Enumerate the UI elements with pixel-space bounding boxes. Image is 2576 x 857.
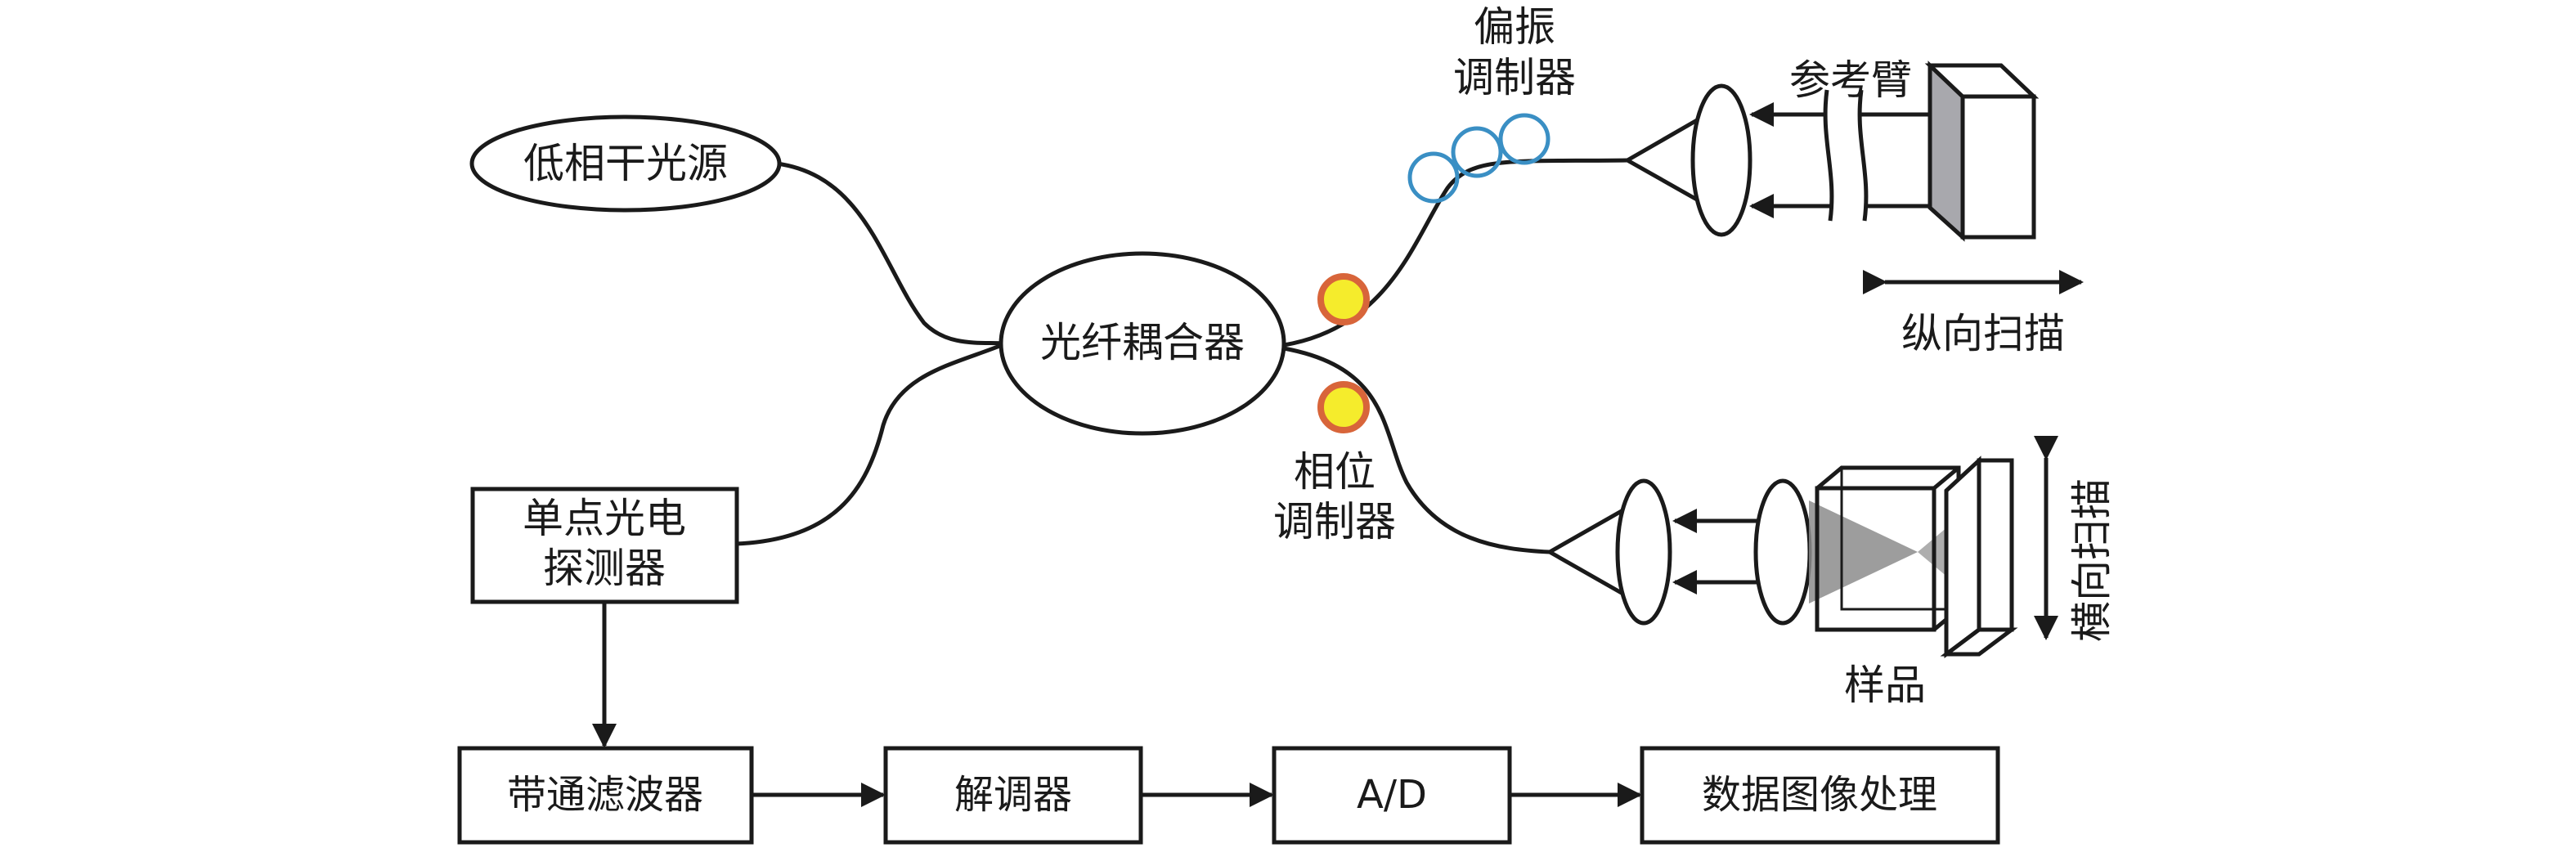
phase-modulator-dot-lower <box>1317 381 1370 433</box>
focusing-beam <box>1809 500 1918 603</box>
reference-mirror <box>1924 61 2040 242</box>
reference-break-line-1 <box>1823 89 1834 222</box>
photodetector: 单点光电 探测器 <box>470 487 739 604</box>
polarization-modulator-label-line2: 调制器 <box>1453 54 1576 101</box>
phase-modulator-label-line1: 相位 <box>1294 448 1376 496</box>
sample-label: 样品 <box>1844 662 1926 709</box>
polarization-modulator: 偏振 调制器 <box>1407 3 1576 204</box>
reference-arm: 参考臂 纵向扫描 <box>1626 56 2084 357</box>
adc-label: A/D <box>1357 772 1427 818</box>
light-source: 低相干光源 <box>469 114 782 213</box>
polarization-modulator-label-line1: 偏振 <box>1474 3 1555 51</box>
adc: A/D <box>1272 746 1512 845</box>
bandpass-filter-label: 带通滤波器 <box>507 772 703 818</box>
data-processing-label: 数据图像处理 <box>1702 772 1937 818</box>
fiber-detector-to-coupler <box>735 341 1007 546</box>
phase-modulator: 相位 调制器 <box>1273 273 1396 545</box>
reference-lens <box>1690 83 1752 237</box>
photodetector-label-line2: 探测器 <box>543 545 666 592</box>
lateral-scan-label: 横向扫描 <box>2068 478 2116 642</box>
phase-modulator-label-line2: 调制器 <box>1273 498 1396 545</box>
fiber-source-to-coupler <box>776 161 1007 346</box>
fiber-coupler: 光纤耦合器 <box>999 251 1286 436</box>
sample-collimator <box>1548 506 1627 598</box>
sample-lens-2 <box>1753 478 1812 626</box>
photodetector-label-line1: 单点光电 <box>523 495 686 542</box>
polarization-loop-1 <box>1407 151 1460 204</box>
bandpass-filter: 带通滤波器 <box>457 746 754 845</box>
fiber-coupler-label: 光纤耦合器 <box>1040 319 1245 366</box>
reference-arm-label: 参考臂 <box>1789 56 1912 104</box>
sample-arm: 横向扫描 样品 <box>1548 436 2116 709</box>
demodulator-label: 解调器 <box>954 772 1072 818</box>
sample-stage <box>1815 455 2018 658</box>
data-processing: 数据图像处理 <box>1640 746 2000 845</box>
reference-arm-break <box>1825 90 1866 221</box>
sample-slab <box>1944 455 1981 658</box>
reference-collimator <box>1626 114 1704 205</box>
axial-scan-label: 纵向扫描 <box>1901 310 2065 357</box>
demodulator: 解调器 <box>883 746 1143 845</box>
sample-lens-1 <box>1615 478 1672 626</box>
fiber-coupler-to-sample <box>1283 346 1551 554</box>
polarization-loop-3 <box>1498 113 1551 165</box>
polarization-loop-2 <box>1451 126 1503 178</box>
phase-modulator-dot-upper <box>1317 273 1370 325</box>
reference-break-line-2 <box>1857 89 1869 222</box>
light-source-label: 低相干光源 <box>523 140 728 187</box>
